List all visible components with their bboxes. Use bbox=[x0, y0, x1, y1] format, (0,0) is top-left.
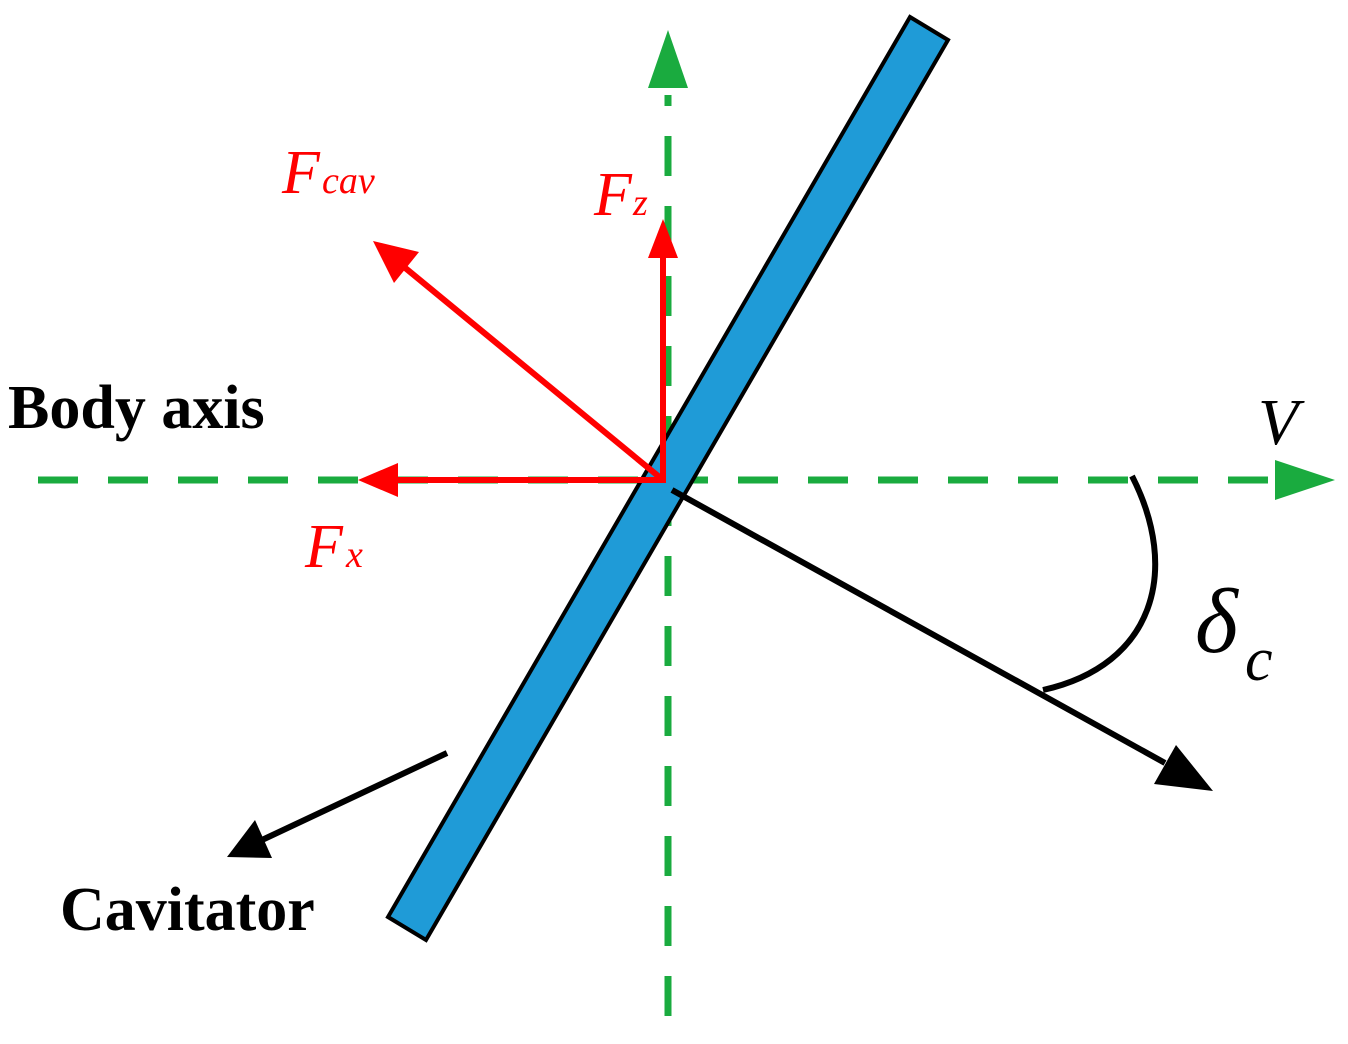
force-vector-fx-arrowhead bbox=[358, 463, 398, 497]
cavitator-plate bbox=[385, 14, 951, 943]
body-axis-arrowhead bbox=[1275, 460, 1335, 500]
fz-subscript: z bbox=[632, 182, 648, 224]
fcav-symbol: F bbox=[281, 139, 321, 207]
cavitator-label: Cavitator bbox=[60, 876, 315, 944]
fx-subscript: x bbox=[345, 534, 363, 576]
fcav-subscript: cav bbox=[322, 160, 375, 202]
force-vector-fz-arrowhead bbox=[648, 219, 678, 258]
fx-symbol: F bbox=[304, 513, 344, 581]
fz-symbol: F bbox=[593, 161, 633, 229]
force-vector-fx bbox=[358, 463, 666, 497]
body-axis-line bbox=[38, 460, 1335, 500]
deflection-vector bbox=[670, 487, 1213, 791]
deflection-angle-label: δ c bbox=[1195, 570, 1273, 694]
vertical-axis-line bbox=[648, 30, 688, 1016]
cavitator-pointer-arrow bbox=[227, 750, 449, 858]
cavitator-pointer-arrowhead bbox=[227, 820, 272, 858]
deflection-angle-subscript: c bbox=[1245, 626, 1273, 694]
fz-label: F z bbox=[593, 161, 648, 229]
force-vector-fz bbox=[648, 219, 678, 483]
deflection-angle-arc bbox=[1042, 474, 1159, 693]
body-axis-label: Body axis bbox=[8, 374, 265, 442]
vertical-axis-arrowhead bbox=[648, 30, 688, 88]
fcav-label: F cav bbox=[281, 139, 375, 207]
force-vector-fcav-arrowhead bbox=[373, 241, 419, 283]
deflection-angle-symbol: δ bbox=[1195, 570, 1239, 672]
velocity-label: V bbox=[1258, 386, 1305, 459]
fx-label: F x bbox=[304, 513, 363, 581]
deflection-vector-arrowhead bbox=[1154, 745, 1213, 791]
force-vector-fcav bbox=[373, 241, 665, 483]
